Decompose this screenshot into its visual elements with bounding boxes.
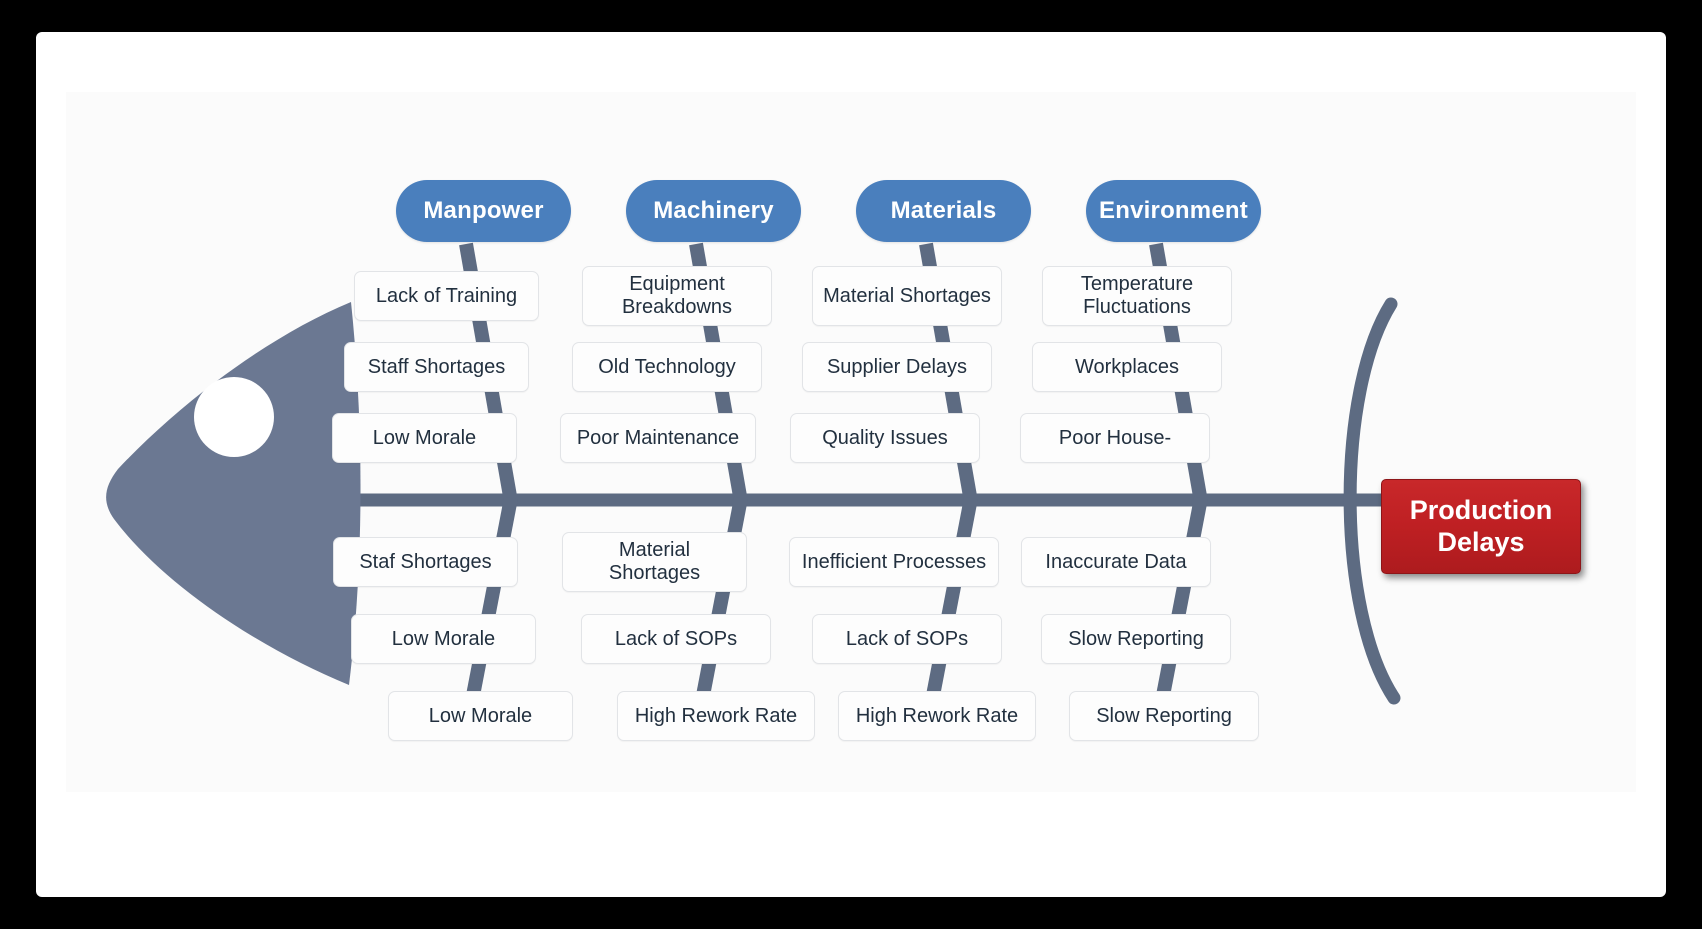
cause-box[interactable]: Low Morale bbox=[332, 413, 517, 463]
cause-box[interactable]: Lack of SOPs bbox=[812, 614, 1002, 664]
effect-line-1: Production bbox=[1409, 494, 1553, 525]
fish-eye-icon bbox=[194, 377, 274, 457]
effect-line-2: Delays bbox=[1437, 526, 1525, 557]
cause-box[interactable]: Staf Shortages bbox=[333, 537, 518, 587]
cause-box[interactable]: Lack of Training bbox=[354, 271, 539, 321]
cause-box[interactable]: Lack of SOPs bbox=[581, 614, 771, 664]
fish-head-icon bbox=[106, 302, 361, 685]
cause-box[interactable]: Poor Maintenance bbox=[560, 413, 756, 463]
cause-box[interactable]: Material Shortages bbox=[562, 532, 747, 592]
effect-box[interactable]: Production Delays bbox=[1381, 479, 1581, 574]
cause-box[interactable]: Staff Shortages bbox=[344, 342, 529, 392]
cause-box[interactable]: High Rework Rate bbox=[838, 691, 1036, 741]
cause-box[interactable]: Quality Issues bbox=[790, 413, 980, 463]
category-pill-manpower[interactable]: Manpower bbox=[396, 180, 571, 242]
cause-box[interactable]: Temperature Fluctuations bbox=[1042, 266, 1232, 326]
diagram-canvas: Manpower Machinery Materials Environment… bbox=[36, 32, 1666, 897]
category-pill-machinery[interactable]: Machinery bbox=[626, 180, 801, 242]
cause-box[interactable]: Old Technology bbox=[572, 342, 762, 392]
cause-box[interactable]: High Rework Rate bbox=[617, 691, 815, 741]
cause-box[interactable]: Workplaces bbox=[1032, 342, 1222, 392]
cause-box[interactable]: Slow Reporting bbox=[1069, 691, 1259, 741]
cause-box[interactable]: Supplier Delays bbox=[802, 342, 992, 392]
cause-box[interactable]: Low Morale bbox=[351, 614, 536, 664]
fish-head-shape bbox=[106, 302, 361, 685]
cause-box[interactable]: Inefficient Processes bbox=[789, 537, 999, 587]
cause-box[interactable]: Poor House- bbox=[1020, 413, 1210, 463]
cause-box[interactable]: Slow Reporting bbox=[1041, 614, 1231, 664]
cause-box[interactable]: Low Morale bbox=[388, 691, 573, 741]
category-pill-environment[interactable]: Environment bbox=[1086, 180, 1261, 242]
cause-box[interactable]: Material Shortages bbox=[812, 266, 1002, 326]
category-pill-materials[interactable]: Materials bbox=[856, 180, 1031, 242]
cause-box[interactable]: Inaccurate Data bbox=[1021, 537, 1211, 587]
cause-box[interactable]: Equipment Breakdowns bbox=[582, 266, 772, 326]
fishbone-diagram: Manpower Machinery Materials Environment… bbox=[36, 32, 1666, 897]
